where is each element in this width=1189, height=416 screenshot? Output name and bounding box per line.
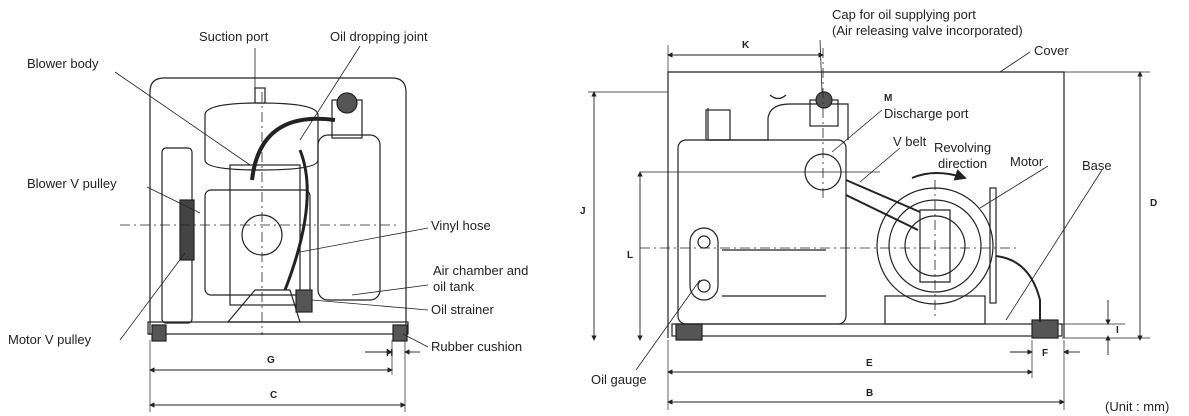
label-blower-v-pulley: Blower V pulley xyxy=(27,176,117,191)
dim-l: L xyxy=(627,250,633,261)
left-cover-outline xyxy=(149,77,407,335)
oil-gauge-shape xyxy=(689,227,719,301)
label-oil-gauge: Oil gauge xyxy=(591,372,647,387)
dim-c: C xyxy=(270,390,277,401)
label-rubber-cushion: Rubber cushion xyxy=(431,339,522,354)
label-base: Base xyxy=(1082,158,1112,173)
dim-b: B xyxy=(866,388,873,399)
left-base-plate xyxy=(147,321,409,335)
air-chamber-tank xyxy=(317,134,381,301)
right-cover-outline xyxy=(667,71,1065,338)
dim-h: H xyxy=(386,348,393,359)
dim-i: I xyxy=(1116,325,1119,336)
label-m-mark: M xyxy=(884,93,892,104)
left-pump-view xyxy=(114,45,429,412)
dim-j: J xyxy=(580,206,586,217)
label-discharge-port: Discharge port xyxy=(884,106,969,121)
label-oil-strainer: Oil strainer xyxy=(431,302,495,317)
blower-body-shape xyxy=(204,189,311,296)
right-pump-view xyxy=(588,39,1150,410)
v-belt-shape xyxy=(845,179,921,213)
dim-d: D xyxy=(1150,198,1157,209)
label-cover: Cover xyxy=(1034,43,1069,58)
label-revolving-line2: direction xyxy=(938,156,987,171)
vinyl-hose-shape xyxy=(250,116,336,181)
dim-k: K xyxy=(742,40,750,51)
label-v-belt: V belt xyxy=(893,134,927,149)
dim-e: E xyxy=(866,358,873,369)
label-revolving-line1: Revolving xyxy=(934,140,991,155)
right-base-plate xyxy=(671,323,1063,337)
label-cap-line1: Cap for oil supplying port xyxy=(832,7,976,22)
label-motor: Motor xyxy=(1010,154,1044,169)
unit-note: (Unit : mm) xyxy=(1105,399,1169,414)
label-oil-dropping-joint: Oil dropping joint xyxy=(330,29,428,44)
label-cap-line2: (Air releasing valve incorporated) xyxy=(832,23,1023,38)
dim-f: F xyxy=(1042,348,1048,359)
label-motor-v-pulley: Motor V pulley xyxy=(8,332,92,347)
label-air-chamber-line1: Air chamber and xyxy=(433,263,528,278)
label-air-chamber-line2: oil tank xyxy=(433,279,475,294)
label-suction-port: Suction port xyxy=(199,29,269,44)
suction-port-shape xyxy=(204,102,319,171)
dim-g: G xyxy=(267,355,275,366)
label-vinyl-hose: Vinyl hose xyxy=(431,218,491,233)
label-blower-body: Blower body xyxy=(27,56,99,71)
